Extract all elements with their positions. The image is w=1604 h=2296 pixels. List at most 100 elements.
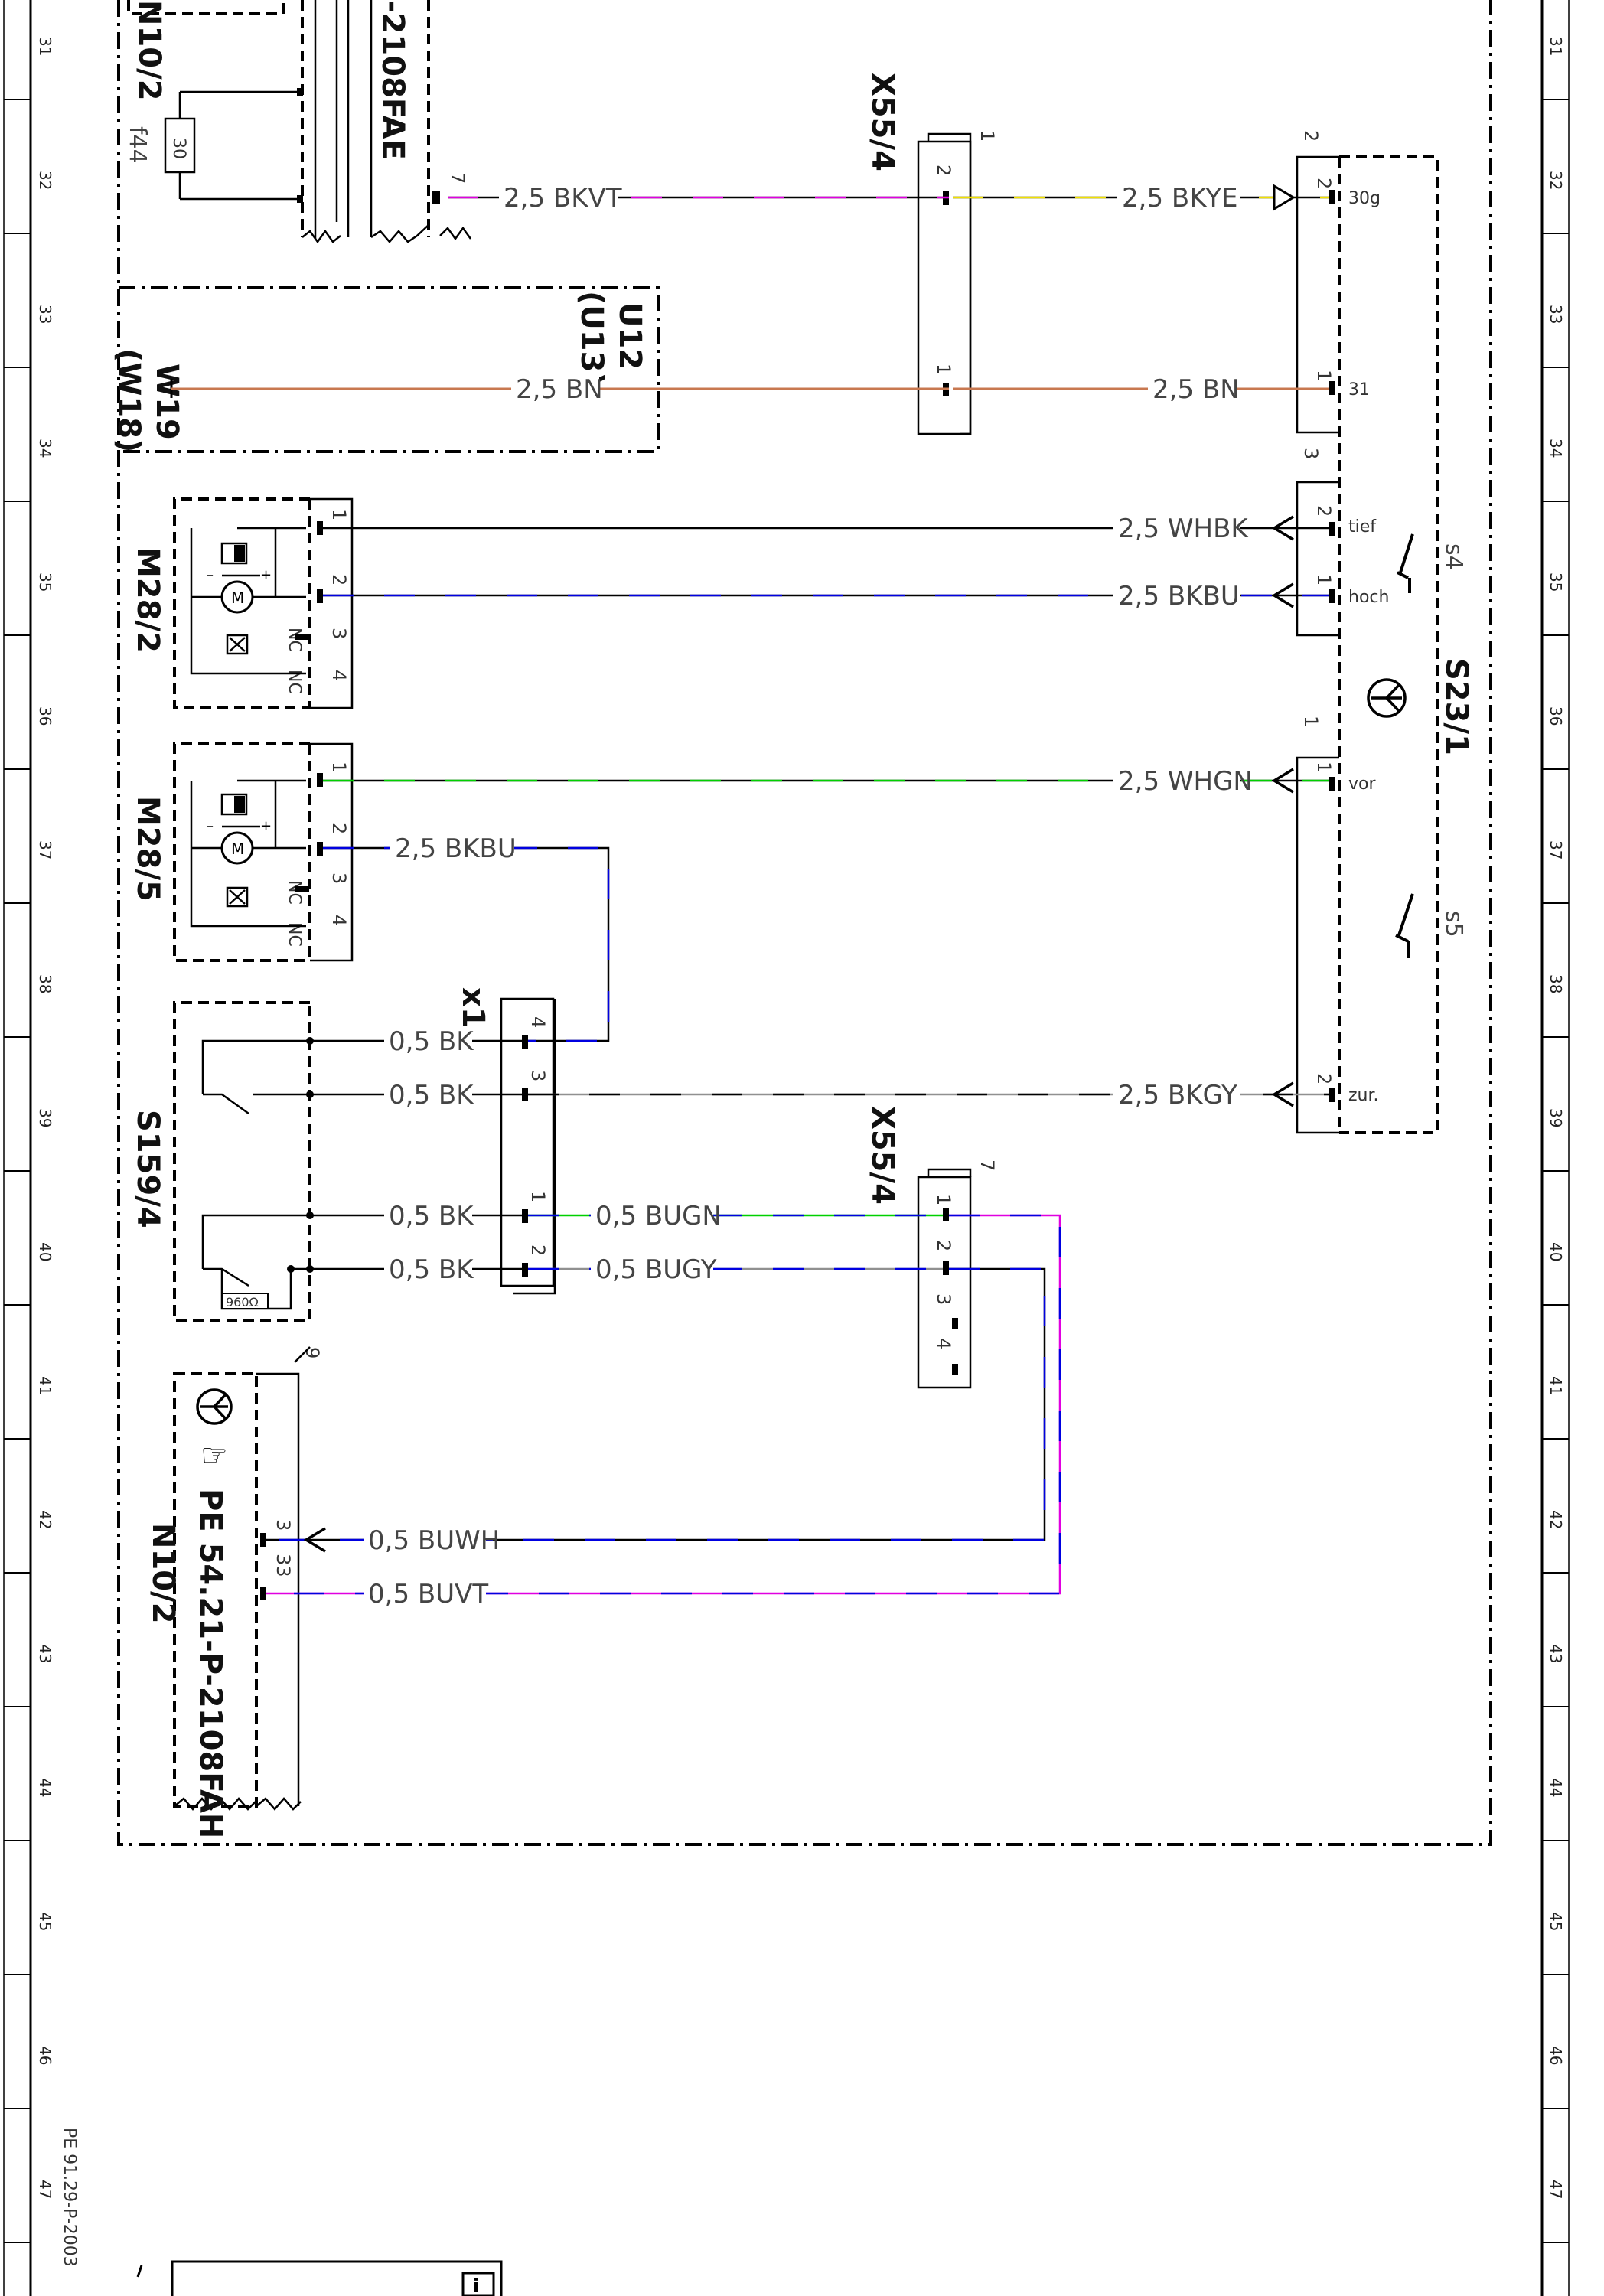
- x55-top-pin-2-label: 2: [933, 165, 954, 176]
- x55b-pin-2: 2: [933, 1240, 954, 1251]
- joystick-icon-n10: [196, 1388, 233, 1425]
- n10-pin-33: 33: [272, 1554, 294, 1577]
- s159-label: S159/4: [130, 1110, 165, 1228]
- s5-switch-symbol: [1395, 893, 1414, 958]
- ruler-right-34: 34: [1547, 439, 1565, 458]
- ruler-right-43: 43: [1547, 1644, 1565, 1663]
- u12-label: U12: [612, 302, 647, 370]
- ruler-right-37: 37: [1547, 840, 1565, 859]
- wires: [171, 196, 1329, 1595]
- x55b-pin-7: 7: [976, 1159, 998, 1171]
- x1-pin-3: 3: [527, 1070, 549, 1081]
- u12-block: U12 (U13) W19 (W18): [111, 286, 660, 453]
- wire-bk-4: 0,5 BK: [389, 1254, 474, 1285]
- ruler-left-33: 33: [36, 305, 54, 324]
- hand-icon: ☞: [200, 1438, 228, 1473]
- m282-pin-4: 4: [328, 670, 350, 681]
- s23-label: S23/1: [1439, 658, 1474, 755]
- s23-30g: 30g: [1348, 189, 1381, 208]
- wire-labels: 2,5 BKVT 2,5 BKYE 2,5 BN 2,5 BN 2,5 WHBK…: [364, 182, 1253, 1609]
- s23-switch: S23/1 s4 s5 2 3 1 2 30g 1 31 2 tief 1 ho…: [1296, 130, 1474, 1134]
- s4-label: s4: [1440, 543, 1467, 570]
- wire-bkvt: 2,5 BKVT: [504, 183, 622, 214]
- ruler-left-41: 41: [36, 1376, 54, 1395]
- doc-reference: PE 91.29-P-2003: [60, 2128, 79, 2267]
- ruler-left-45: 45: [36, 1912, 54, 1931]
- x55b-pin-1: 1: [933, 1194, 954, 1205]
- s23-zur-pin: 2: [1313, 1073, 1335, 1084]
- w18-label: (W18): [111, 348, 146, 452]
- left-ruler: [3, 0, 32, 2296]
- s23-pin-2: 2: [1313, 178, 1335, 189]
- svg-text:–: –: [207, 567, 214, 583]
- ruler-right-40: 40: [1547, 1242, 1565, 1261]
- s23-pin-1: 1: [1313, 370, 1335, 381]
- x55-top-pin-p1-label: 1: [933, 364, 954, 375]
- x1-connector: x1 4 3 1 2: [455, 987, 556, 1295]
- info-icon: i: [473, 2275, 479, 2296]
- x1-pin-4: 4: [527, 1016, 549, 1028]
- s23-vor-pin: 1: [1313, 762, 1335, 773]
- ruler-left-44: 44: [36, 1778, 54, 1797]
- m282-pin-3: 3: [328, 628, 350, 639]
- ruler-left-32: 32: [36, 171, 54, 190]
- n10-top-pin-7: 7: [447, 172, 468, 184]
- wire-bk-3: 0,5 BK: [389, 1201, 474, 1231]
- wire-whbk: 2,5 WHBK: [1118, 514, 1249, 544]
- wire-bugn: 0,5 BUGN: [595, 1201, 722, 1231]
- m285-pin-3: 3: [328, 872, 350, 884]
- wire-bk-2: 0,5 BK: [389, 1080, 474, 1110]
- ruler-left-31: 31: [36, 37, 54, 56]
- outer-frame: [117, 0, 1492, 1846]
- n10-label: N10/2: [145, 1523, 181, 1624]
- n10-top-label: N10/2: [132, 0, 167, 101]
- wire-whgn: 2,5 WHGN: [1118, 766, 1253, 797]
- s23-tief-pin: 2: [1313, 505, 1335, 517]
- wire-bkye: 2,5 BKYE: [1122, 183, 1238, 214]
- s4-switch-symbol: [1397, 533, 1414, 593]
- ruler-right-38: 38: [1547, 974, 1565, 993]
- s159-resistor-label: 960Ω: [226, 1295, 259, 1309]
- ruler-right-39: 39: [1547, 1108, 1565, 1127]
- svg-text:M: M: [231, 840, 244, 858]
- n10-module: 9 ☞ PE 54.21-P-2108FAH N10/2 3 33: [145, 1346, 323, 1838]
- ruler-left-37: 37: [36, 840, 54, 859]
- w19-label: W19: [149, 364, 184, 440]
- x55-top-pin-1-label: 1: [976, 130, 998, 142]
- n10-top-doc: -2108FAE: [375, 0, 410, 160]
- joystick-icon: [1367, 678, 1407, 718]
- ruler-left-39: 39: [36, 1108, 54, 1127]
- ruler-right-46: 46: [1547, 2046, 1565, 2065]
- wire-buwh: 0,5 BUWH: [368, 1525, 500, 1556]
- ruler-right-42: 42: [1547, 1510, 1565, 1529]
- s5-label: s5: [1440, 911, 1467, 938]
- s23-hoch-pin: 1: [1313, 574, 1335, 585]
- ruler-left-43: 43: [36, 1644, 54, 1663]
- s23-conn1-label: 1: [1300, 716, 1322, 727]
- ruler-right-44: 44: [1547, 1778, 1565, 1797]
- ruler-right-31: 31: [1547, 37, 1565, 56]
- x55-top-label: X55/4: [865, 73, 900, 171]
- ruler-labels: 31 32 33 34 35 36 37 38 39 40 41 42 43 4…: [36, 37, 1565, 2199]
- m285-pin-2: 2: [328, 823, 350, 834]
- ruler-left-40: 40: [36, 1242, 54, 1261]
- x55-bottom-connector: X55/4 7 1 2 3 4: [865, 1106, 998, 1389]
- m28-5-motor: M28/5 1 2 3 4 NC NC M – +: [130, 742, 354, 962]
- ruler-right-33: 33: [1547, 305, 1565, 324]
- n10-doc-label: PE 54.21-P-2108FAH: [193, 1489, 228, 1838]
- n10-pin-3: 3: [272, 1519, 294, 1531]
- s23-vor: vor: [1348, 775, 1376, 794]
- bottom-info-box: i: [136, 2260, 503, 2296]
- m285-pin-4: 4: [328, 915, 350, 926]
- x55b-pin-4: 4: [933, 1338, 954, 1349]
- ruler-left-35: 35: [36, 572, 54, 592]
- f44-label: f44: [124, 126, 151, 164]
- svg-text:–: –: [207, 818, 214, 834]
- s23-conn3-label: 3: [1300, 448, 1322, 459]
- s159-switch: S159/4 960Ω: [130, 1001, 314, 1322]
- x55b-pin-3: 3: [933, 1293, 954, 1305]
- wire-buvt: 0,5 BUVT: [368, 1579, 488, 1609]
- s23-31: 31: [1348, 380, 1370, 400]
- right-ruler: [1540, 0, 1570, 2296]
